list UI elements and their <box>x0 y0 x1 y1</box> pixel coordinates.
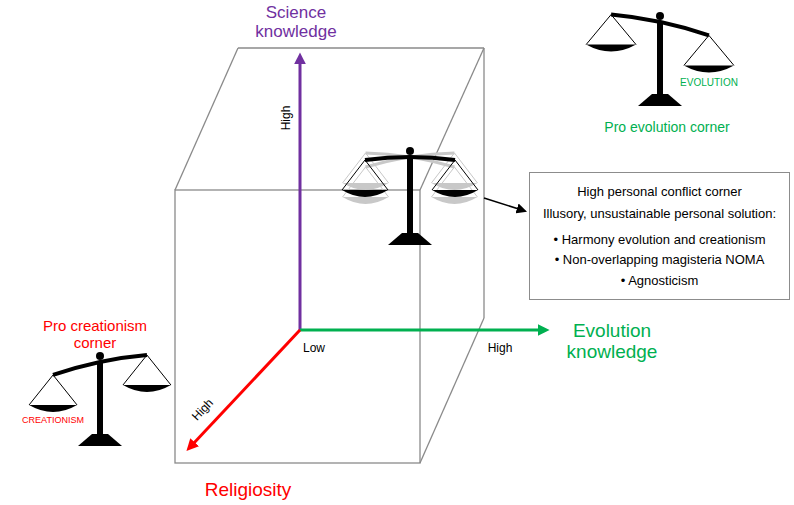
cube-outline <box>175 48 484 463</box>
axis-end-label: High <box>190 396 216 423</box>
axis-title: Evolution knowledge <box>552 321 672 363</box>
creationism-scale <box>29 352 171 446</box>
box-text: • Harmony evolution and creationism <box>554 232 766 248</box>
pan-label: CREATIONISM <box>22 416 84 426</box>
box-heading: High personal conflict corner <box>577 184 742 200</box>
axis-end-label: High <box>280 106 293 131</box>
balanced-scale <box>342 147 478 245</box>
evolution-axis <box>300 329 540 332</box>
religiosity-axis <box>193 330 300 444</box>
science-axis <box>299 62 302 330</box>
axis-title: Science knowledge <box>241 4 351 41</box>
callout-box: High personal conflict cornerIllusory, u… <box>529 172 790 300</box>
leader-arrow <box>484 198 525 211</box>
corner-label: Pro evolution corner <box>604 120 729 135</box>
corner-label: Pro creationism corner <box>30 318 160 351</box>
axis-end-label: High <box>488 342 513 355</box>
box-text: • Non-overlapping magisteria NOMA <box>555 252 765 268</box>
pan-label: EVOLUTION <box>680 77 738 88</box>
evolution-scale <box>586 12 734 106</box>
box-text: Illusory, unsustainable personal solutio… <box>543 206 776 222</box>
axis-title: Religiosity <box>205 480 292 501</box>
axis-origin-label: Low <box>303 342 325 355</box>
box-text: • Agnosticism <box>621 273 699 289</box>
